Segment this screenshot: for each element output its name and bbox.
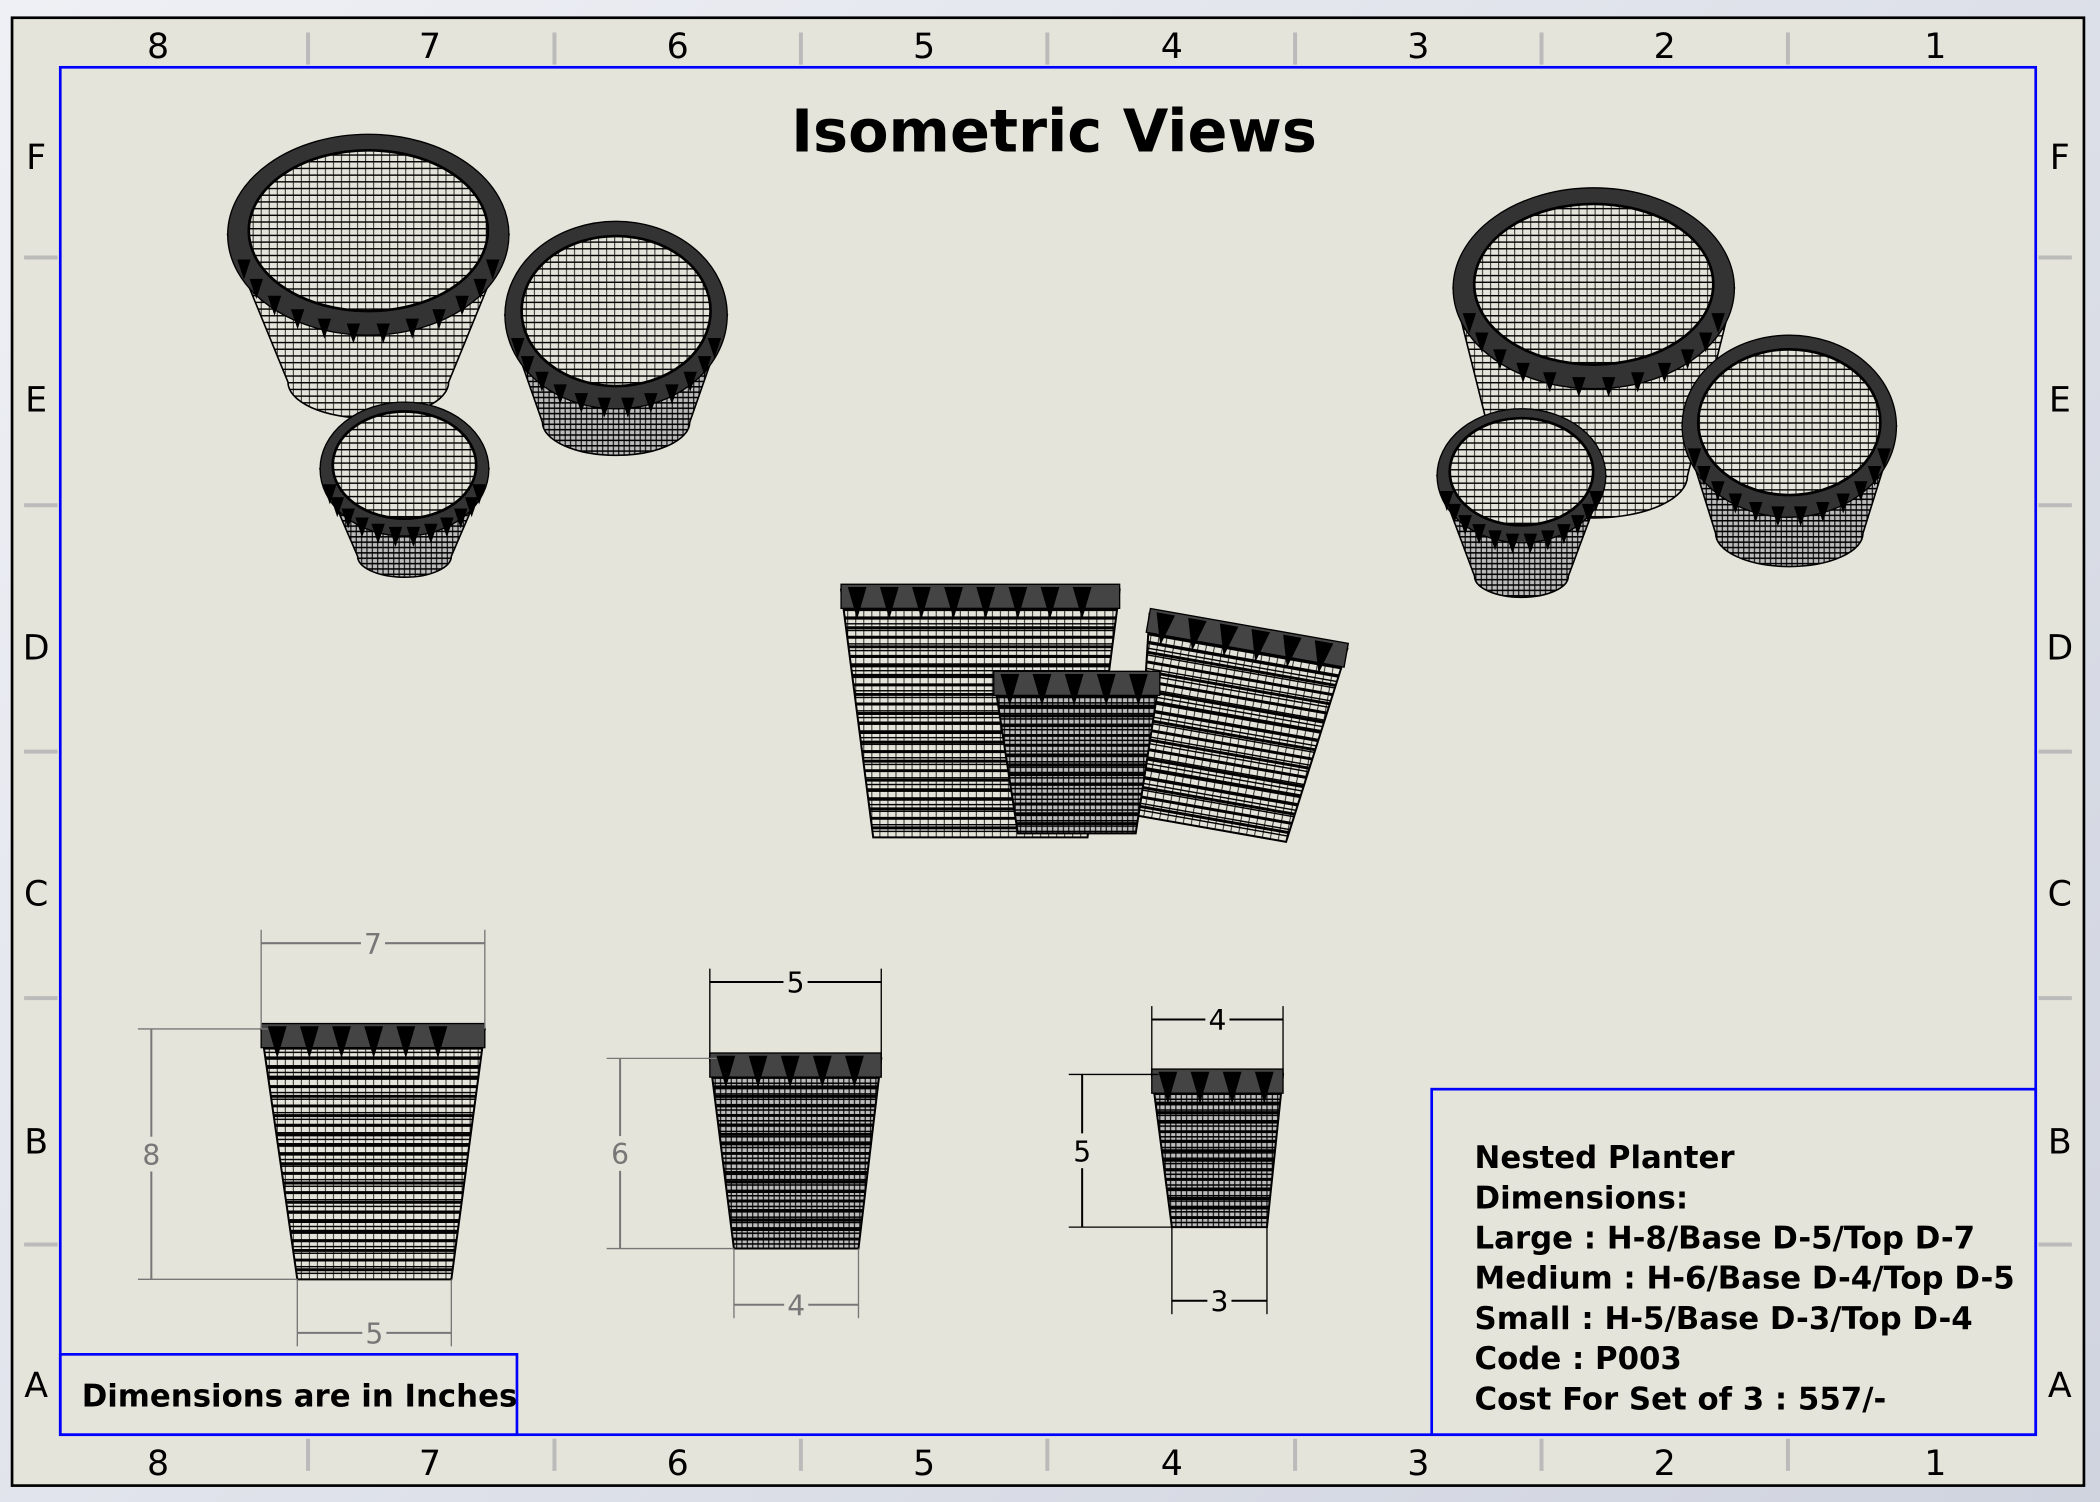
- iso-basket-large-right: [1452, 187, 1736, 519]
- column-label: 5: [913, 1444, 935, 1484]
- column-label: 7: [419, 1444, 441, 1484]
- dim-base-diameter: 3: [1210, 1285, 1228, 1318]
- info-line: Medium : H-6/Base D-4/Top D-5: [1475, 1261, 2015, 1297]
- info-line: Large : H-8/Base D-5/Top D-7: [1475, 1221, 1976, 1257]
- front-view-small: 4 5 3: [1068, 1003, 1285, 1318]
- column-label: 8: [147, 27, 169, 67]
- zone-ticks: [24, 32, 2072, 1471]
- row-label: A: [24, 1366, 48, 1406]
- column-label: 3: [1407, 27, 1429, 67]
- row-label: C: [24, 875, 48, 915]
- dim-top-diameter: 4: [1208, 1004, 1226, 1037]
- side-basket-medium: [1135, 607, 1350, 843]
- dim-base-diameter: 5: [365, 1318, 383, 1351]
- dim-height: 8: [142, 1139, 160, 1172]
- side-basket-medium-tilted: [1135, 607, 1350, 843]
- column-label: 4: [1161, 27, 1183, 67]
- column-label: 1: [1924, 1444, 1946, 1484]
- info-line: Small : H-5/Base D-3/Top D-4: [1475, 1301, 1973, 1337]
- drawing-frame: [58, 65, 2038, 1437]
- info-line: Cost For Set of 3 : 557/-: [1475, 1381, 1887, 1417]
- row-label: F: [2050, 138, 2070, 178]
- column-label: 8: [147, 1444, 169, 1484]
- column-label: 2: [1654, 1444, 1676, 1484]
- row-label: C: [2048, 875, 2072, 915]
- column-label: 5: [913, 27, 935, 67]
- row-label: E: [2049, 380, 2071, 420]
- info-line: Code : P003: [1475, 1341, 1682, 1377]
- row-label: A: [2048, 1366, 2072, 1406]
- column-label: 1: [1924, 27, 1946, 67]
- iso-side-group: [839, 583, 1350, 843]
- row-label: D: [2046, 628, 2073, 668]
- dim-top-diameter: 7: [364, 928, 382, 961]
- row-label: B: [24, 1122, 48, 1162]
- column-label: 6: [667, 1444, 689, 1484]
- info-line: Dimensions:: [1475, 1180, 1689, 1216]
- iso-basket-large-left: [226, 133, 511, 419]
- row-label: E: [25, 380, 47, 420]
- column-label: 4: [1161, 1444, 1183, 1484]
- iso-basket-small-left: [318, 401, 491, 579]
- front-basket-medium: [708, 1052, 883, 1250]
- isometric-views: [226, 133, 1898, 843]
- dim-height: 5: [1073, 1135, 1091, 1168]
- column-label: 7: [419, 27, 441, 67]
- column-label: 2: [1654, 27, 1676, 67]
- info-block: [1430, 1087, 2038, 1437]
- product-name: Nested Planter: [1475, 1140, 1736, 1176]
- front-views: 7 8 5 5 6 4 4 5 3: [137, 927, 1285, 1351]
- dim-top-diameter: 5: [787, 967, 805, 1000]
- column-label: 3: [1407, 1444, 1429, 1484]
- row-label: D: [23, 628, 50, 668]
- units-note-box: [58, 1353, 519, 1437]
- front-basket-small: [1150, 1068, 1285, 1229]
- dim-base-diameter: 4: [787, 1290, 805, 1323]
- iso-basket-small-right: [1435, 408, 1607, 599]
- sheet-title: Isometric Views: [791, 97, 1317, 166]
- row-label: F: [26, 138, 46, 178]
- column-label: 6: [667, 27, 689, 67]
- iso-basket-medium-right: [1681, 334, 1898, 568]
- front-view-large: 7 8 5: [137, 927, 486, 1351]
- row-label: B: [2048, 1122, 2072, 1162]
- iso-basket-medium-left: [503, 220, 729, 457]
- front-view-medium: 5 6 4: [606, 965, 883, 1323]
- dim-height: 6: [611, 1138, 629, 1171]
- units-note: Dimensions are in Inches: [82, 1379, 518, 1415]
- front-basket-large: [260, 1022, 486, 1281]
- side-basket-small: [992, 670, 1161, 835]
